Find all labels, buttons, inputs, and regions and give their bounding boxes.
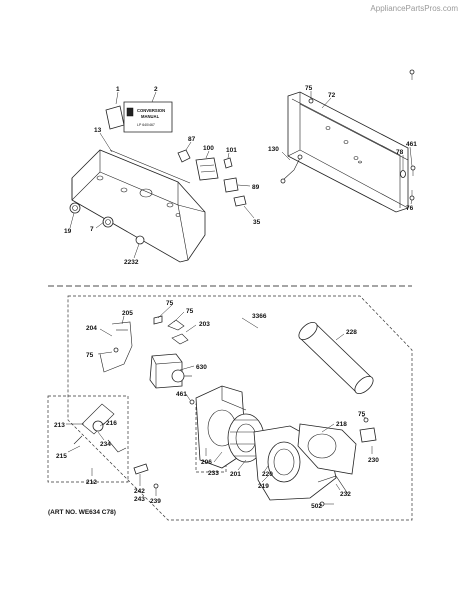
card-line-1: CONVERSION [137,108,165,113]
bracket-232 [317,475,349,495]
label-75-b4: 75 [358,411,366,418]
label-204: 204 [86,325,97,332]
sensor-230 [359,417,377,443]
label-203: 203 [199,321,210,328]
label-87: 87 [188,136,196,143]
parts-242-243 [133,463,159,489]
label-201: 201 [230,471,241,478]
timer-100 [195,157,219,181]
watermark-text: AppliancePartsPros.com [370,4,458,13]
part-101 [223,157,233,169]
art-number: (ART NO. WE634 C78) [48,509,116,516]
conversion-manual-card: CONVERSION MANUAL LP 640/467 [123,101,173,133]
label-218: 218 [336,421,347,428]
label-213: 213 [54,422,65,429]
label-75-b3: 75 [86,352,94,359]
assembly-212-frame [47,395,129,483]
label-19: 19 [64,228,72,235]
labels-top: 1 2 13 87 100 101 89 35 19 7 2232 75 72 … [64,85,417,266]
label-100: 100 [203,145,214,152]
label-130: 130 [268,146,279,153]
label-232: 232 [340,491,351,498]
label-72: 72 [328,92,336,99]
leaders-top-left [69,91,255,259]
label-461-bottom: 461 [176,391,187,398]
backsplash-assembly: CONVERSION MANUAL LP 640/467 [69,101,247,263]
label-35: 35 [253,219,261,226]
card-1 [105,105,125,130]
label-206: 206 [201,459,212,466]
part-87 [177,149,191,163]
leaders-bottom [66,304,373,505]
label-76: 76 [406,205,414,212]
label-243: 243 [134,496,145,503]
label-234: 234 [100,441,111,448]
duct-228 [298,321,374,395]
label-502: 502 [311,503,322,510]
knob-2232 [135,235,145,245]
label-630: 630 [196,364,207,371]
label-75-b2: 75 [186,308,194,315]
label-205: 205 [122,310,133,317]
label-239: 239 [150,498,161,505]
label-75-b1: 75 [166,300,174,307]
screw-461 [189,399,195,405]
label-461-top: 461 [406,141,417,148]
label-212: 212 [86,479,97,486]
label-7: 7 [90,226,94,233]
label-2: 2 [154,86,158,93]
switch-89 [223,177,239,193]
label-89: 89 [252,184,260,191]
leaders-top-right [281,97,413,205]
label-13: 13 [94,127,102,134]
top-panel-72 [287,91,409,213]
label-230: 230 [368,457,379,464]
label-219: 219 [258,483,269,490]
label-228: 228 [346,329,357,336]
label-78: 78 [396,149,404,156]
clips-203 [113,315,189,353]
bracket-204 [99,321,133,373]
knob-7 [102,216,114,228]
labels-bottom: 75 75 203 3366 205 204 75 630 228 461 75… [54,300,379,510]
label-2232: 2232 [124,259,139,266]
motor-630 [149,353,192,389]
knob-19 [69,202,81,214]
label-101: 101 [226,147,237,154]
cover-218 [297,423,357,475]
label-1: 1 [116,86,120,93]
label-75-top: 75 [305,85,313,92]
wire-130 [280,154,303,184]
card-line-2: MANUAL [141,114,160,119]
label-242: 242 [134,488,145,495]
label-220: 220 [262,471,273,478]
part-35 [233,195,247,207]
igniter-assembly [73,403,127,453]
card-line-3: LP 640/467 [137,123,155,127]
assembly-3366-frame [67,295,413,521]
label-3366: 3366 [252,313,267,320]
label-215: 215 [56,453,67,460]
label-216: 216 [106,420,117,427]
label-233: 233 [208,470,219,477]
